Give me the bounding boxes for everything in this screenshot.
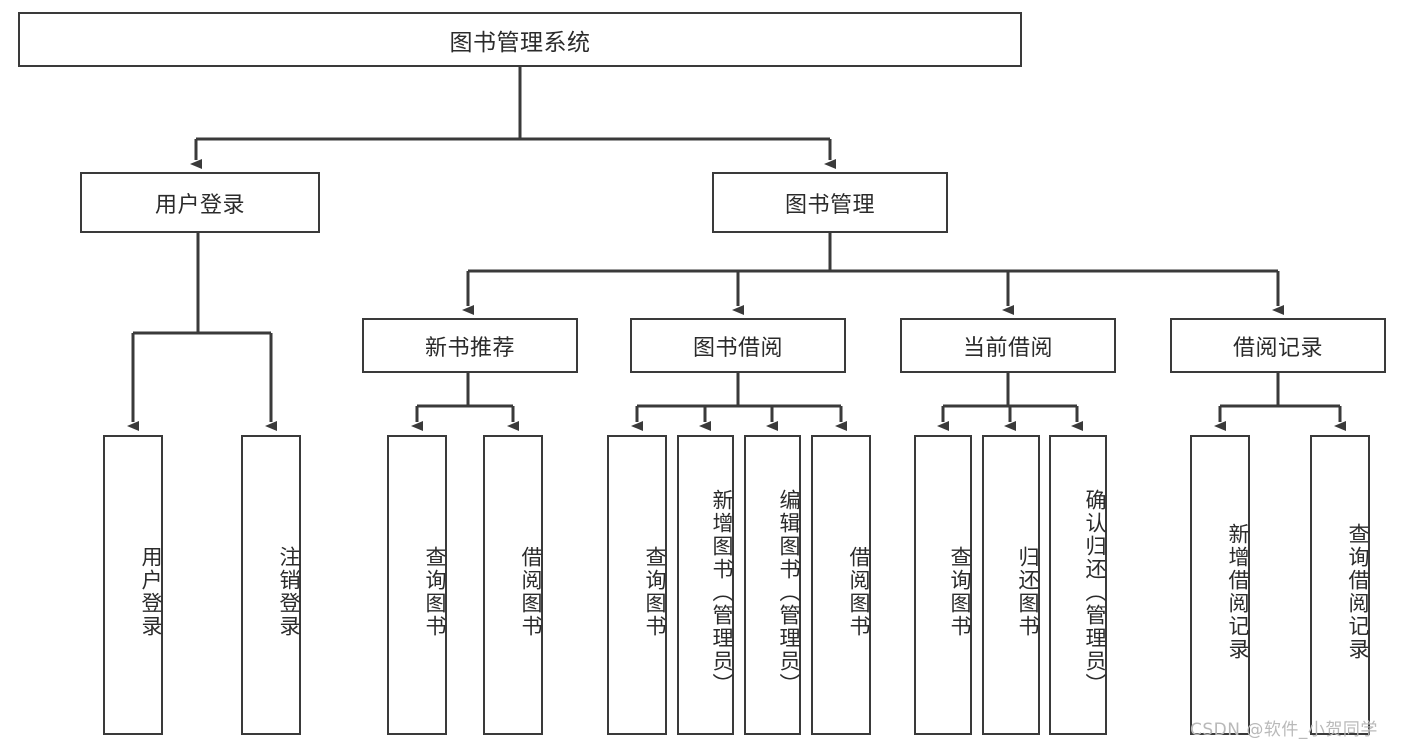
node-leaf-borrow-book-recommend[interactable]: 借阅图书 <box>483 435 543 735</box>
node-book-borrow[interactable]: 图书借阅 <box>630 318 846 373</box>
node-leaf-query-borrow-record[interactable]: 查询借阅记录 <box>1310 435 1370 735</box>
node-leaf-query-book-recommend[interactable]: 查询图书 <box>387 435 447 735</box>
node-book-management[interactable]: 图书管理 <box>712 172 948 233</box>
node-root-system[interactable]: 图书管理系统 <box>18 12 1022 67</box>
node-current-borrow[interactable]: 当前借阅 <box>900 318 1116 373</box>
node-leaf-add-book-admin[interactable]: 新增图书（管理员） <box>677 435 734 735</box>
node-leaf-add-borrow-record[interactable]: 新增借阅记录 <box>1190 435 1250 735</box>
node-leaf-return-book[interactable]: 归还图书 <box>982 435 1040 735</box>
node-leaf-confirm-return-admin[interactable]: 确认归还（管理员） <box>1049 435 1107 735</box>
node-leaf-query-book-current[interactable]: 查询图书 <box>914 435 972 735</box>
node-leaf-query-book-borrow[interactable]: 查询图书 <box>607 435 667 735</box>
node-leaf-logout-login[interactable]: 注销登录 <box>241 435 301 735</box>
node-leaf-user-login[interactable]: 用户登录 <box>103 435 163 735</box>
node-new-book-recommend[interactable]: 新书推荐 <box>362 318 578 373</box>
node-borrow-record[interactable]: 借阅记录 <box>1170 318 1386 373</box>
watermark-text: CSDN @软件_小贺同学 <box>1190 720 1378 740</box>
node-user-login[interactable]: 用户登录 <box>80 172 320 233</box>
node-leaf-edit-book-admin[interactable]: 编辑图书（管理员） <box>744 435 801 735</box>
node-leaf-borrow-book-borrow[interactable]: 借阅图书 <box>811 435 871 735</box>
